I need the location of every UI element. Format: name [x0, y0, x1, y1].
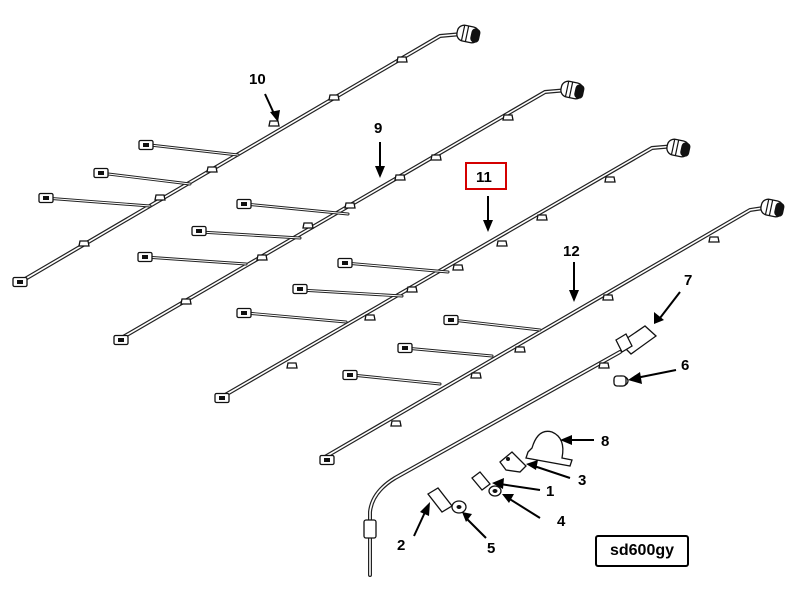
harness-12	[319, 197, 787, 466]
harness-10	[12, 23, 483, 288]
part-3-clamp	[499, 451, 527, 473]
callout-4: 4	[557, 513, 566, 530]
callout-7: 7	[684, 272, 692, 289]
part-6-cap	[613, 375, 629, 387]
callout-11-highlight	[465, 162, 507, 190]
part-2-bolt	[427, 487, 453, 513]
sensor-cable	[363, 350, 622, 577]
callout-12: 12	[563, 243, 580, 260]
callout-6: 6	[681, 357, 689, 374]
callout-1: 1	[546, 483, 554, 500]
callout-11: 11	[476, 169, 492, 186]
callout-9: 9	[374, 120, 382, 137]
callout-2: 2	[397, 537, 405, 554]
callout-8: 8	[601, 433, 609, 450]
part-8-bracket	[525, 430, 573, 467]
part-1-screw	[471, 471, 491, 491]
harness-11	[214, 137, 693, 404]
callout-3: 3	[578, 472, 586, 489]
leader-lines	[264, 93, 681, 539]
diagram-code-label: sd600gy	[595, 535, 689, 567]
part-5-washer	[451, 500, 467, 514]
harness-9	[113, 79, 587, 346]
part-4-washer	[488, 485, 502, 497]
part-7-connector	[615, 325, 658, 355]
callout-10: 10	[249, 71, 266, 88]
callout-5: 5	[487, 540, 495, 557]
